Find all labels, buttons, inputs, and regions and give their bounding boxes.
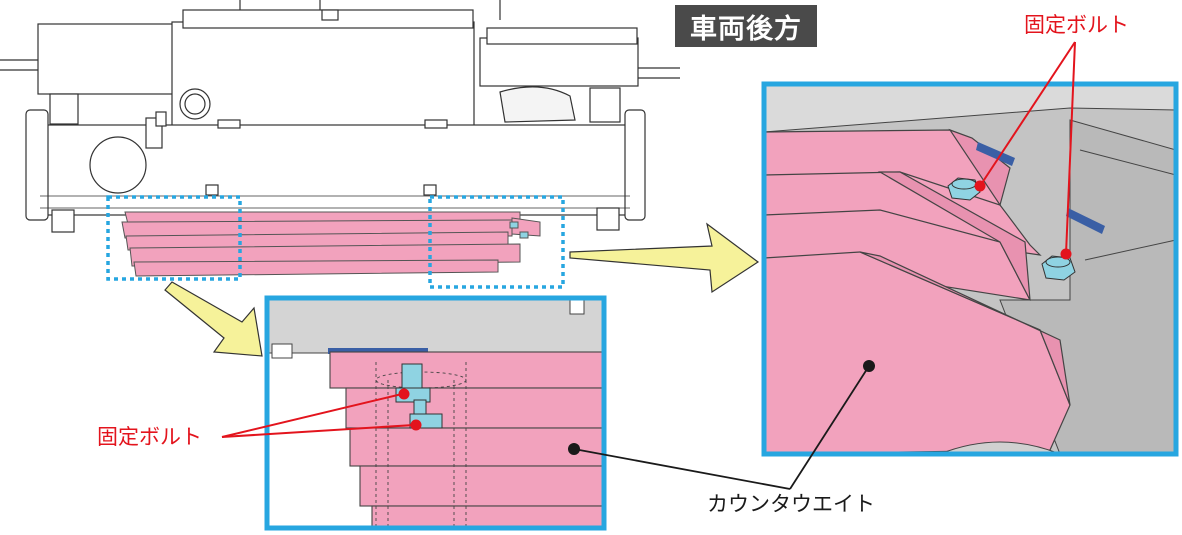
focus-box-left: [106, 195, 242, 281]
view-title: 車両後方: [675, 5, 817, 47]
counterweight-marker-bottom: [568, 443, 580, 455]
counterweight-marker-right: [863, 360, 875, 372]
detail-frame-bottom: [264, 295, 607, 531]
bolt-label-left: 固定ボルト: [97, 425, 202, 449]
bolt-marker-left-1: [398, 388, 410, 400]
bolt-marker-top-2: [1060, 248, 1072, 260]
vehicle-rear-drawing: [0, 0, 680, 233]
bolt-marker-left-2: [410, 419, 422, 431]
leader-bolt-left: [221, 393, 415, 438]
focus-box-right: [428, 195, 565, 289]
counterweight-main: [121, 211, 541, 277]
pointer-arrow-down: [164, 281, 263, 357]
counterweight-label: カウンタウエイト: [707, 492, 875, 516]
detail-frame-right: [761, 81, 1179, 457]
bolt-label-top: 固定ボルト: [1024, 13, 1129, 37]
bolt-marker-top-1: [974, 180, 986, 192]
leader-counterweight: [573, 365, 870, 490]
leader-bolt-top: [979, 41, 1076, 255]
pointer-arrow-right: [569, 222, 760, 294]
